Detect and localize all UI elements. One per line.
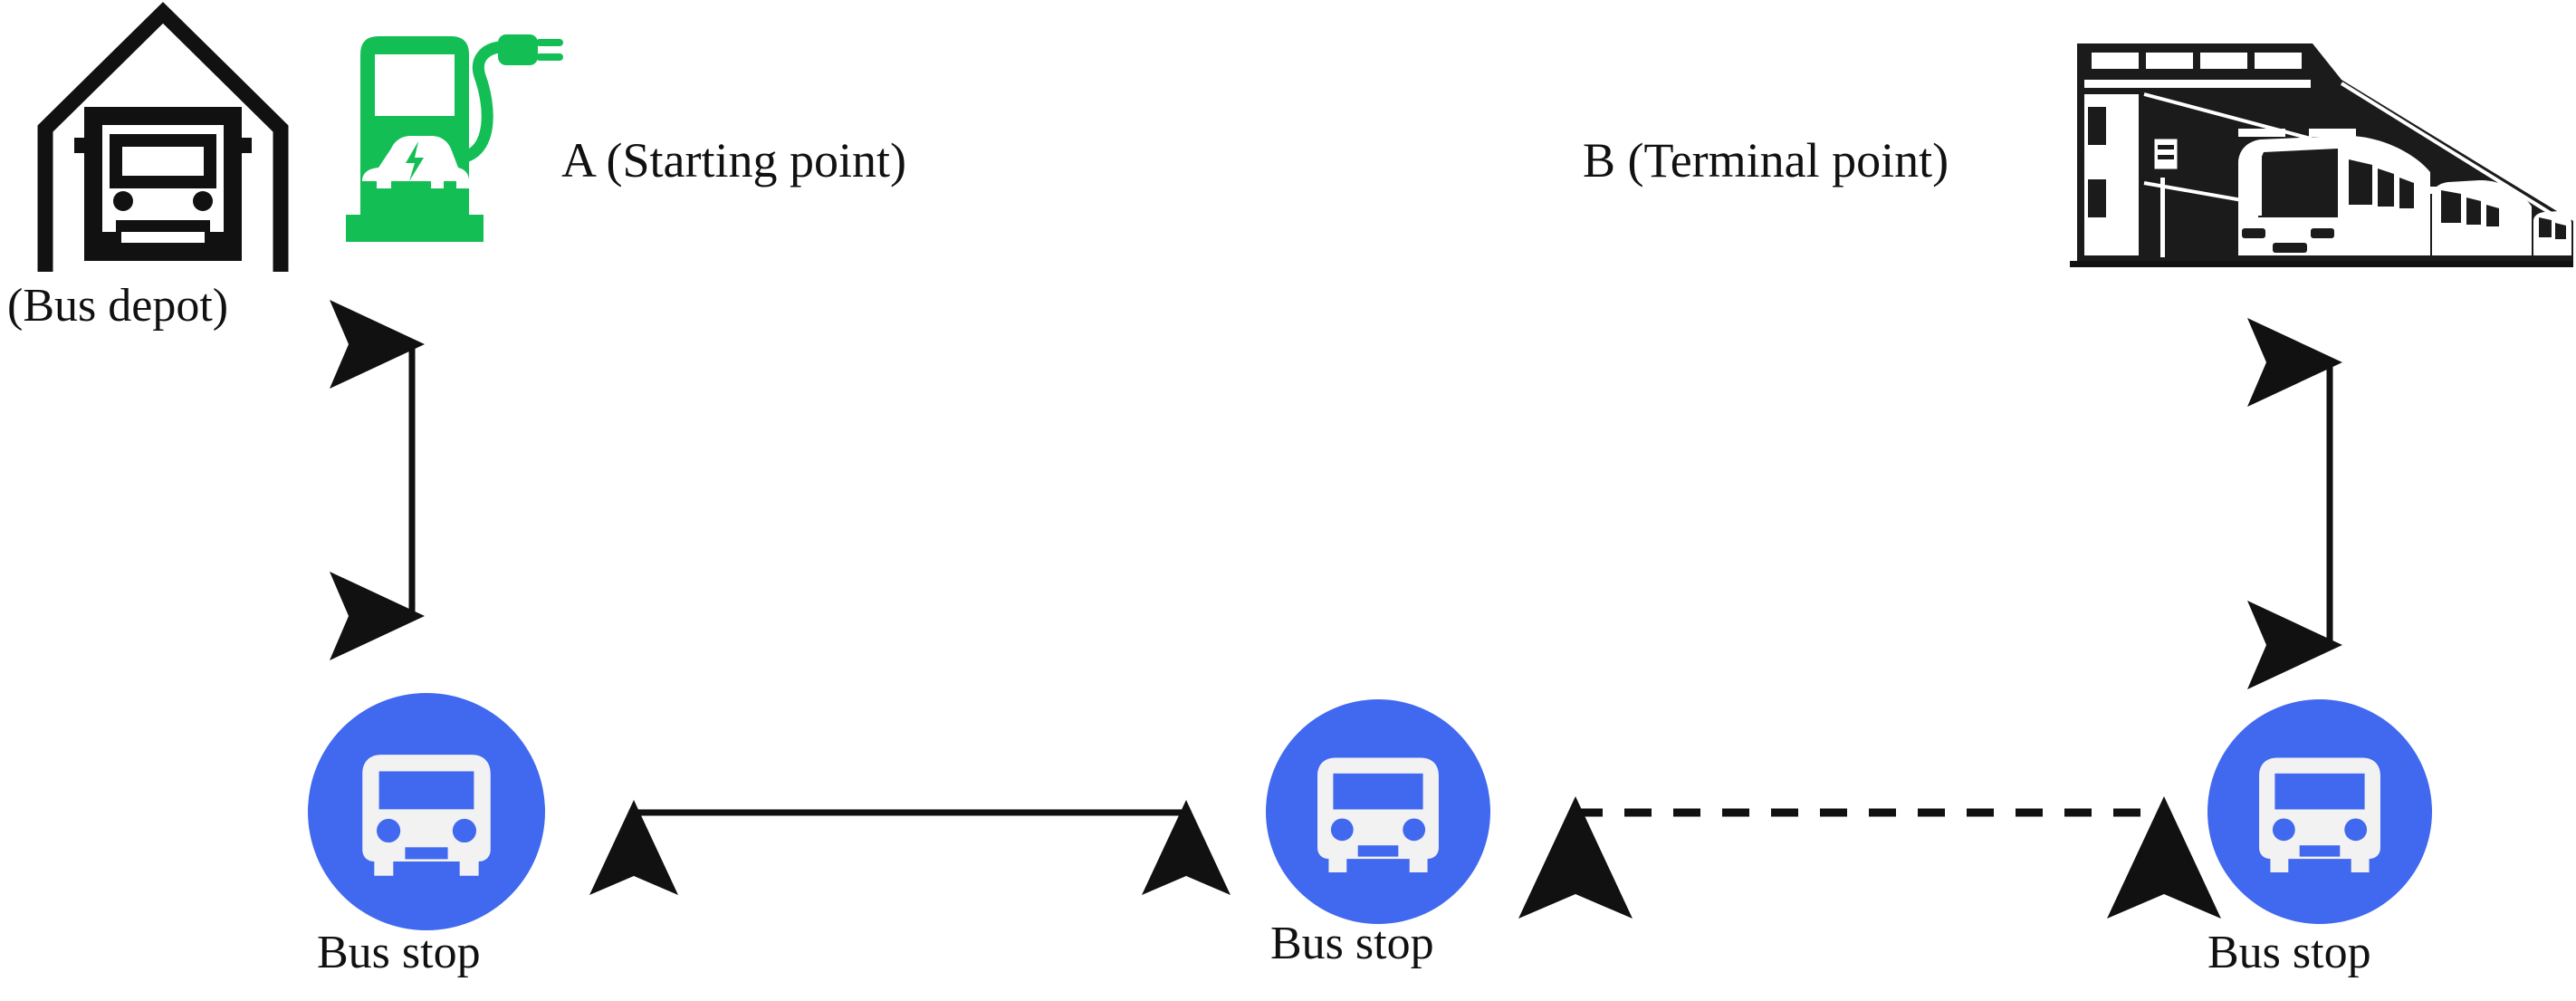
bus-stop-icon (308, 693, 545, 930)
bus-stop-icon (2207, 699, 2432, 924)
bus-depot-icon (18, 0, 308, 275)
bus-stop-middle-caption: Bus stop (1270, 918, 1434, 969)
ev-charging-station-icon (335, 20, 570, 246)
bus-stop-icon (1266, 699, 1490, 924)
starting-point-caption: A (Starting point) (561, 133, 906, 188)
bus-depot-caption: (Bus depot) (7, 280, 229, 332)
bus-stop-left-caption: Bus stop (317, 927, 481, 978)
bus-stop-right[interactable] (2207, 699, 2432, 924)
bus-stop-left[interactable] (308, 693, 545, 930)
bus-terminal-icon (2070, 27, 2573, 276)
terminal-point-caption: B (Terminal point) (1583, 133, 1949, 188)
bus-stop-middle[interactable] (1266, 699, 1490, 924)
bus-stop-right-caption: Bus stop (2207, 927, 2371, 978)
